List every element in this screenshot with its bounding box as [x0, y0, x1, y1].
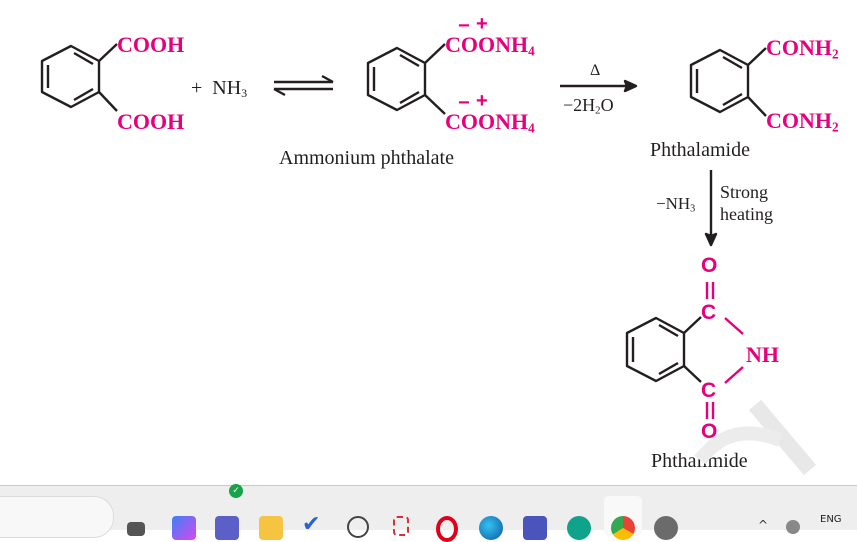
benzene-ring-phthalamide — [689, 47, 767, 117]
condition-text-o: O — [600, 95, 614, 115]
group-sub: 4 — [528, 120, 535, 136]
task-view-icon[interactable] — [127, 522, 145, 536]
step1-condition: −2H2O — [563, 96, 614, 116]
chrome-icon[interactable] — [611, 516, 635, 540]
step2-line1: Strong — [720, 182, 769, 202]
phthalimide-name: Phthalimide — [651, 450, 748, 472]
condition-sub: 2 — [595, 104, 601, 117]
language-indicator[interactable]: ENG — [820, 514, 842, 525]
group-sub: 2 — [832, 46, 839, 62]
condition-text: −2H — [563, 95, 596, 115]
charge-plus-bottom: + — [476, 90, 488, 112]
equilibrium-arrow — [273, 74, 334, 97]
settings-gear-icon[interactable] — [654, 516, 678, 540]
benzene-ring-reactant — [40, 43, 118, 112]
group-conh: CONH — [766, 35, 832, 60]
intermediate-bottom-group: COONH4 — [445, 111, 535, 135]
tray-app-icon[interactable] — [786, 520, 800, 534]
group-sub: 2 — [832, 119, 839, 135]
group-sub: 4 — [528, 43, 535, 59]
charge-plus-top: + — [476, 13, 488, 35]
teal-app-icon[interactable] — [567, 516, 591, 540]
imide-bonds — [705, 282, 744, 419]
step2-text: −NH — [656, 194, 691, 213]
group-nh: NH — [495, 109, 529, 134]
intermediate-top-group: COONH4 — [445, 34, 535, 58]
reaction-arrow-step2 — [704, 170, 718, 247]
reagent-ammonia: + NH3 — [191, 78, 247, 99]
step2-reagent: −NH3 — [656, 195, 695, 215]
reagent-subscript: 3 — [241, 86, 248, 100]
benzene-ring-phthalimide — [625, 316, 702, 383]
snipping-tool-icon[interactable] — [393, 516, 409, 536]
group-nh: NH — [495, 32, 529, 57]
opera-icon[interactable] — [436, 516, 458, 542]
benzene-ring-intermediate — [366, 43, 446, 115]
group-coo: COO — [445, 109, 496, 134]
phthalamide-top-group: CONH2 — [766, 37, 839, 61]
teams-classic-icon[interactable] — [523, 516, 547, 540]
reactant-top-group: COOH — [117, 32, 185, 57]
imide-top-carbon: C — [701, 301, 717, 324]
plus-sign: + — [191, 77, 203, 99]
reaction-diagram: COOH COOH + NH3 − + COONH4 − + COONH4 Am… — [40, 13, 839, 476]
imide-top-oxygen: O — [701, 254, 718, 277]
reactant-bottom-group: COOH — [117, 109, 185, 134]
imide-bottom-oxygen: O — [701, 420, 718, 443]
charge-minus-bottom: − — [458, 92, 470, 114]
heat-symbol: Δ — [590, 62, 601, 79]
edge-icon[interactable] — [479, 516, 503, 540]
reaction-arrow-step1 — [560, 79, 638, 93]
group-coo: COO — [445, 32, 496, 57]
taskbar-search-box[interactable] — [0, 496, 114, 538]
check-badge-icon: ✓ — [229, 484, 243, 498]
teams-icon[interactable] — [215, 516, 239, 540]
step2-sub: 3 — [690, 203, 696, 215]
group-conh: CONH — [766, 108, 832, 133]
intermediate-name: Ammonium phthalate — [279, 147, 454, 169]
copilot-icon[interactable] — [172, 516, 196, 540]
tray-chevron-icon[interactable]: ^ — [758, 518, 769, 532]
phthalamide-name: Phthalamide — [650, 139, 750, 161]
todo-icon[interactable]: ✔ — [302, 512, 321, 537]
clock-icon[interactable] — [347, 516, 369, 538]
imide-nh: NH — [746, 342, 779, 367]
reagent-formula: NH — [212, 77, 242, 99]
bond-drawing — [40, 43, 767, 419]
charge-minus-top: − — [458, 15, 470, 37]
taskbar: ✓ ✔ ^ ENG — [0, 484, 857, 542]
step2-line2: heating — [720, 204, 773, 224]
file-explorer-icon[interactable] — [259, 516, 283, 540]
imide-bottom-carbon: C — [701, 379, 717, 402]
phthalamide-bottom-group: CONH2 — [766, 110, 839, 134]
